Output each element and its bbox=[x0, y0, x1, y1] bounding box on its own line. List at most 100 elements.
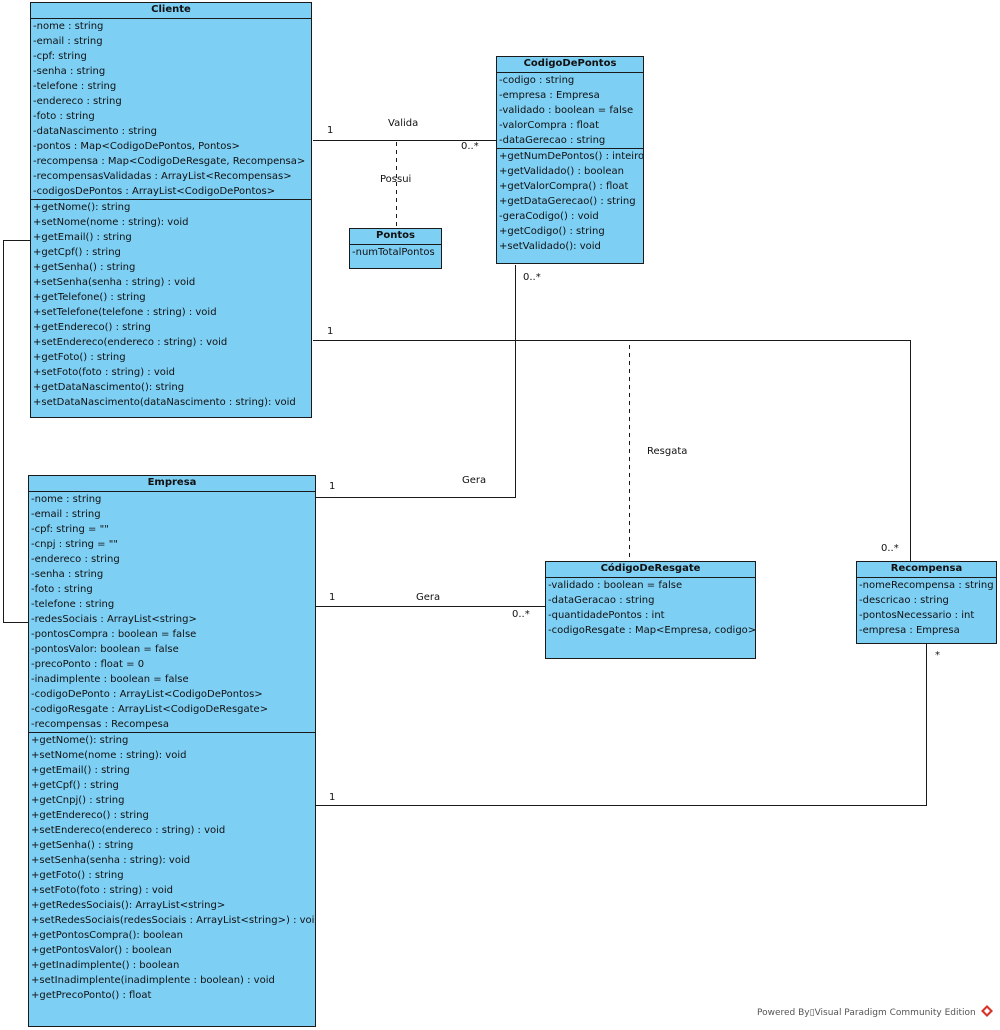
attribute-row: -quantidadePontos : int bbox=[548, 610, 665, 621]
attribute-row: -dataGerecao : string bbox=[499, 135, 606, 146]
empresa-codigodepontos-line[interactable] bbox=[316, 265, 516, 498]
attribute-row: -dataNascimento : string bbox=[33, 126, 157, 137]
method-row: +getPrecoPonto() : float bbox=[31, 990, 152, 1001]
class-codigoderesgate[interactable]: CódigoDeResgate -validado : boolean = fa… bbox=[545, 561, 756, 659]
class-title: Pontos bbox=[350, 229, 441, 245]
cliente-recompensa-end2-multiplicity: 0..* bbox=[881, 543, 899, 554]
attribute-row: -pontosValor: boolean = false bbox=[31, 644, 179, 655]
attribute-row: -senha : string bbox=[31, 569, 104, 580]
gera-pontos-end2-multiplicity: 0..* bbox=[523, 272, 541, 283]
empresa-recompensa-line[interactable] bbox=[316, 644, 927, 806]
attribute-row: -codigo : string bbox=[499, 75, 575, 86]
valida-end2-multiplicity: 0..* bbox=[461, 141, 479, 152]
class-title: Empresa bbox=[29, 476, 315, 492]
method-row: +setNome(nome : string): void bbox=[31, 750, 187, 761]
attribute-row: -email : string bbox=[33, 36, 103, 47]
attribute-row: -pontos : Map<CodigoDePontos, Pontos> bbox=[33, 141, 240, 152]
attribute-row: -redesSociais : ArrayList<string> bbox=[31, 614, 197, 625]
attribute-row: -nome : string bbox=[31, 494, 102, 505]
method-row: +getSenha() : string bbox=[33, 262, 136, 273]
attribute-row: -recompensasValidadas : ArrayList<Recomp… bbox=[33, 171, 292, 182]
attribute-row: -validado : boolean = false bbox=[499, 105, 634, 116]
gera-pontos-end1-multiplicity: 1 bbox=[329, 481, 336, 492]
attribute-row: -codigoDePonto : ArrayList<CodigoDePonto… bbox=[31, 689, 263, 700]
method-row: +getValidado() : boolean bbox=[499, 166, 624, 177]
attribute-row: -numTotalPontos bbox=[352, 247, 435, 258]
class-codigodepontos[interactable]: CodigoDePontos -codigo : string-empresa … bbox=[496, 56, 644, 264]
attribute-row: -senha : string bbox=[33, 66, 106, 77]
empresa-recompensa-end1-multiplicity: 1 bbox=[329, 792, 336, 803]
attribute-row: -valorCompra : float bbox=[499, 120, 600, 131]
method-row: +getCpf() : string bbox=[33, 247, 121, 258]
attribute-row: -pontosNecessario : int bbox=[859, 610, 975, 621]
methods-section: +getNumDePontos() : inteiro+getValidado(… bbox=[497, 148, 643, 254]
attribute-row: -endereco : string bbox=[33, 96, 122, 107]
attribute-row: -recompensas : Recompesa bbox=[31, 719, 169, 730]
method-row: +getRedesSociais(): ArrayList<string> bbox=[31, 900, 226, 911]
attribute-row: -recompensa : Map<CodigoDeResgate, Recom… bbox=[33, 156, 306, 167]
attributes-section: -nome : string-email : string-cpf: strin… bbox=[31, 19, 311, 199]
attribute-row: -validado : boolean = false bbox=[548, 580, 683, 591]
class-title: CódigoDeResgate bbox=[546, 562, 755, 578]
method-row: +getNome(): string bbox=[33, 202, 131, 213]
method-row: +getPontosCompra(): boolean bbox=[31, 930, 183, 941]
method-row: +getCnpj() : string bbox=[31, 795, 125, 806]
attribute-row: -cpf: string = "" bbox=[31, 524, 109, 535]
attribute-row: -nomeRecompensa : string bbox=[859, 580, 994, 591]
attribute-row: -pontosCompra : boolean = false bbox=[31, 629, 197, 640]
attribute-row: -descricao : string bbox=[859, 595, 949, 606]
class-empresa[interactable]: Empresa -nome : string-email : string-cp… bbox=[28, 475, 316, 1027]
attribute-row: -cnpj : string = "" bbox=[31, 539, 118, 550]
gera-resgate-label: Gera bbox=[416, 592, 441, 603]
method-row: +getTelefone() : string bbox=[33, 292, 146, 303]
class-pontos[interactable]: Pontos -numTotalPontos bbox=[349, 228, 442, 269]
method-row: +getSenha() : string bbox=[31, 840, 134, 851]
method-row: +getCpf() : string bbox=[31, 780, 119, 791]
visual-paradigm-logo-icon bbox=[981, 1005, 993, 1017]
attributes-section: -codigo : string -empresa : Empresa -valid… bbox=[497, 73, 643, 148]
attribute-row: -foto : string bbox=[33, 111, 95, 122]
attribute-row: -telefone : string bbox=[31, 599, 115, 610]
cliente-recompensa-line[interactable] bbox=[313, 340, 911, 563]
method-row: +setEndereco(endereco : string) : void bbox=[33, 337, 228, 348]
methods-section: +getNome(): string +setNome(nome : string… bbox=[31, 199, 311, 410]
method-row: +getValorCompra() : float bbox=[499, 181, 629, 192]
method-row: +getPontosValor() : boolean bbox=[31, 945, 172, 956]
method-row: +getFoto() : string bbox=[31, 870, 124, 881]
method-row: +getEndereco() : string bbox=[33, 322, 151, 333]
attribute-row: -empresa : Empresa bbox=[499, 90, 600, 101]
method-row: +setNome(nome : string): void bbox=[33, 217, 189, 228]
attribute-row: -codigoResgate : ArrayList<CodigoDeResga… bbox=[31, 704, 269, 715]
attributes-section: -nomeRecompensa : string -descricao : str… bbox=[857, 578, 996, 638]
methods-section: +getNome(): string +setNome(nome : string… bbox=[29, 732, 315, 1003]
gera-pontos-label: Gera bbox=[462, 475, 487, 486]
cliente-recompensa-end1-multiplicity: 1 bbox=[327, 326, 334, 337]
method-row: +getEndereco() : string bbox=[31, 810, 149, 821]
method-row: +setInadimplente(inadimplente : boolean)… bbox=[31, 975, 275, 986]
valida-label: Valida bbox=[388, 118, 419, 129]
class-title: Cliente bbox=[31, 3, 311, 19]
valida-end1-multiplicity: 1 bbox=[327, 125, 334, 136]
class-recompensa[interactable]: Recompensa -nomeRecompensa : string -desc… bbox=[856, 561, 997, 644]
method-row: +setFoto(foto : string) : void bbox=[33, 367, 176, 378]
attributes-section: -validado : boolean = false-dataGeracao … bbox=[546, 578, 755, 638]
empresa-recompensa-end2-multiplicity: * bbox=[935, 650, 940, 661]
attribute-row: -nome : string bbox=[33, 21, 104, 32]
method-row: +setValidado(): void bbox=[499, 241, 601, 252]
method-row: +getInadimplente() : boolean bbox=[31, 960, 180, 971]
attribute-row: -endereco : string bbox=[31, 554, 120, 565]
method-row: +getEmail() : string bbox=[31, 765, 130, 776]
cliente-empresa-line[interactable] bbox=[3, 240, 32, 623]
attribute-row: -precoPonto : float = 0 bbox=[31, 659, 145, 670]
possui-label: Possui bbox=[380, 174, 412, 185]
method-row: +getNome(): string bbox=[31, 735, 129, 746]
method-row: +getFoto() : string bbox=[33, 352, 126, 363]
attribute-row: -codigosDePontos : ArrayList<CodigoDePon… bbox=[33, 186, 276, 197]
method-row: +setSenha(senha : string) : void bbox=[33, 277, 196, 288]
method-row: +setTelefone(telefone : string) : void bbox=[33, 307, 217, 318]
class-title: Recompensa bbox=[857, 562, 996, 578]
attributes-section: -numTotalPontos bbox=[350, 245, 441, 260]
method-row: +setRedesSociais(redesSociais : ArrayLis… bbox=[31, 915, 315, 926]
gera-resgate-end2-multiplicity: 0..* bbox=[512, 609, 530, 620]
class-cliente[interactable]: Cliente -nome : string-email : string-cp… bbox=[30, 2, 312, 418]
